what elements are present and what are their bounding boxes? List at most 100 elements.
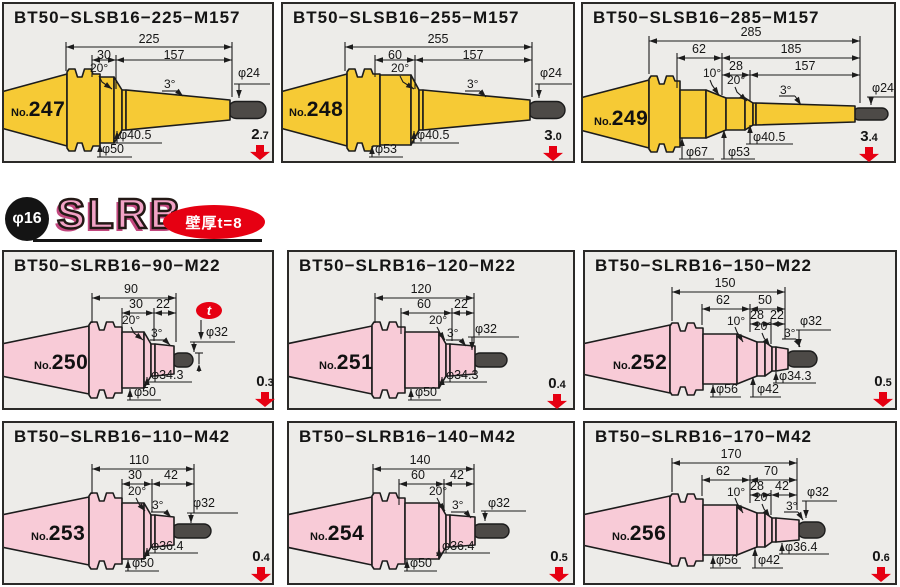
model-number: BT50−SLSB16−285−M157 [593,8,820,27]
model-number: BT50−SLRB16−110−M42 [14,427,231,446]
diameter-label: φ34.3 [446,368,479,382]
tool-holder [289,321,508,399]
dimension-label: 42 [164,468,178,482]
diameter-label: φ40.5 [417,128,450,142]
technical-drawing [583,36,894,160]
tool-holder [4,492,212,570]
wall-thickness-callout: t [196,302,222,319]
technical-drawing [4,464,238,572]
weight-reduction-arrow-icon [251,567,271,582]
weight-kg: 0.5 [544,549,574,582]
weight-kg: 0.4 [246,549,276,582]
angle-label: 20° [727,73,746,87]
diameter-label: φ34.3 [151,368,184,382]
item-number-prefix: No. [289,107,307,119]
weight-value: 0.5 [550,548,568,565]
item-number: No.247 [11,98,65,122]
dimension-label: 157 [462,48,484,62]
item-number: No.248 [289,98,343,122]
weight-reduction-arrow-icon [250,145,270,160]
item-number-value: 251 [336,351,374,374]
item-number: No.251 [319,351,373,375]
weight-value: 0.6 [872,548,890,565]
tool-holder [585,493,826,567]
diameter-label: φ34.3 [779,369,812,383]
dimension-label: 255 [427,32,449,46]
tool-holder [289,492,510,570]
diameter-label: φ40.5 [119,128,152,142]
angle-label: 20° [754,319,773,333]
dimension-label: 110 [129,453,149,467]
dimension-lines [648,36,894,160]
diameter-label: φ50 [132,556,155,570]
angle-label: 3° [164,77,176,91]
dimension-label: 120 [410,282,432,296]
diameter-text: φ16 [12,210,42,227]
diameter-label: φ56 [716,553,739,567]
diameter-label: φ32 [807,485,830,499]
weight-kg: 0.3 [250,374,280,407]
item-number-prefix: No. [613,360,631,372]
item-number-value: 248 [306,98,344,121]
angle-label: 20° [122,313,141,327]
angle-label: 3° [151,326,163,340]
angle-label: 3° [786,499,798,513]
dimension-lines [671,287,831,398]
diameter-badge: φ16 [5,197,49,241]
item-number-value: 253 [48,522,86,545]
diameter-label: φ67 [686,145,709,159]
item-number-prefix: No. [612,531,630,543]
dimension-lines [65,42,270,158]
dimension-label: 157 [163,48,185,62]
angle-label: 3° [452,498,464,512]
dimension-label: 185 [780,42,802,56]
technical-drawing [585,458,837,569]
model-number: BT50−SLSB16−255−M157 [293,8,520,27]
weight-kg: 0.6 [866,549,896,582]
dimension-label: 50 [758,293,772,307]
diameter-label: φ50 [102,142,125,156]
dimension-label: 28 [750,308,764,322]
weight-kg: 0.4 [542,376,572,409]
dimension-label: 22 [770,308,784,322]
item-number: No.253 [31,522,85,546]
dimension-label: 30 [97,48,111,62]
weight-value: 0.4 [252,548,270,565]
diameter-label: φ50 [410,556,433,570]
weight-value: 0.3 [256,373,274,390]
diameter-label: φ36.4 [151,539,184,553]
weight-kg: 2.7 [245,127,275,160]
weight-value: 3.4 [860,128,878,145]
item-number-prefix: No. [31,531,49,543]
item-number-prefix: No. [34,360,52,372]
dimension-label: 62 [692,42,706,56]
item-number: No.250 [34,351,88,375]
angle-label: 20° [90,61,109,75]
angle-label: 20° [128,484,147,498]
weight-value: 2.7 [251,126,269,143]
wall-thickness-badge: 壁厚t=8 [163,205,265,239]
item-number-value: 249 [611,107,649,130]
dimension-label: 157 [794,59,816,73]
model-number: BT50−SLSB16−225−M157 [14,8,241,27]
weight-value: 0.4 [548,375,566,392]
dimension-label: 62 [716,464,730,478]
item-number-prefix: No. [319,360,337,372]
model-number: BT50−SLRB16−120−M22 [299,256,516,275]
model-number: BT50−SLRB16−150−M22 [595,256,812,275]
weight-reduction-arrow-icon [549,567,569,582]
diameter-label: φ42 [758,553,781,567]
weight-reduction-arrow-icon [547,394,567,409]
weight-kg: 3.4 [854,129,884,162]
model-number: BT50−SLRB16−90−M22 [14,256,221,275]
dimension-label: 62 [716,293,730,307]
dimension-lines [372,464,526,572]
dimension-label: 60 [411,468,425,482]
diameter-label: φ24 [872,81,895,95]
diameter-label: φ32 [488,496,511,510]
